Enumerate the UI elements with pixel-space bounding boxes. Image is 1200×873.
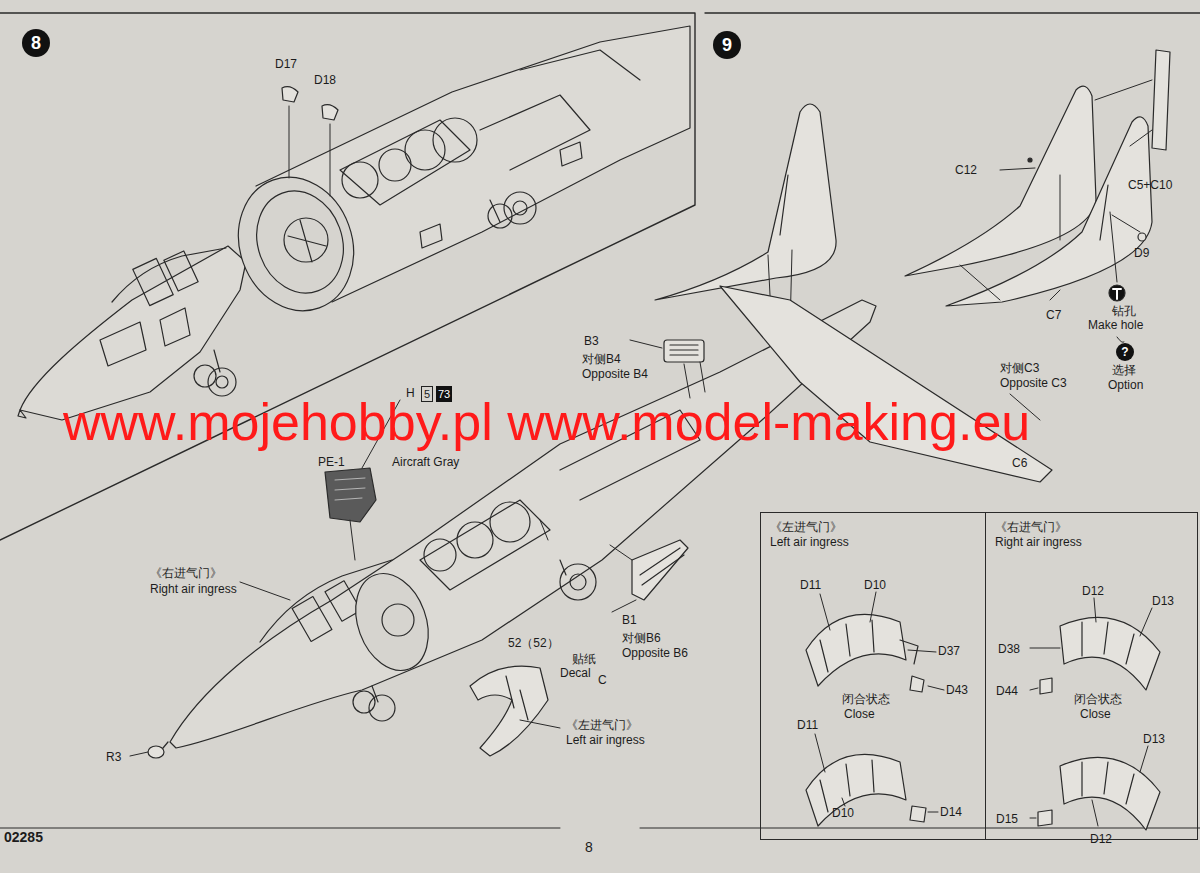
part-number: B3 [584, 334, 599, 348]
part-number: PE-1 [318, 455, 345, 469]
page-rule [0, 828, 1200, 829]
step-number: 9 [713, 31, 741, 59]
air-intake-part [470, 666, 560, 756]
part-number: D43 [946, 683, 968, 697]
decal-note: 贴纸 [572, 652, 596, 666]
opposite-note: 对侧C3 [1000, 361, 1039, 375]
kit-number: 02285 [4, 830, 43, 844]
part-number: C12 [955, 163, 977, 177]
part-number: R3 [106, 750, 121, 764]
part-number: D13 [1152, 594, 1174, 608]
opposite-note: Opposite B6 [622, 646, 688, 660]
state-note: Close [844, 707, 875, 721]
right-intake-inset [1030, 598, 1160, 830]
left-intake-inset [806, 592, 944, 826]
opposite-note: Opposite C3 [1000, 376, 1067, 390]
part-note: Left air ingress [566, 733, 645, 747]
detail-panel: 《右进气门》Right air ingress [985, 512, 1198, 840]
opposite-note: 对侧B6 [622, 631, 661, 645]
aircraft-fuselage [148, 300, 876, 758]
part-number: D44 [996, 684, 1018, 698]
symbol-note: Option [1108, 378, 1143, 392]
symbol-mark: ? [1121, 345, 1128, 359]
page-number: 8 [585, 840, 593, 854]
part-number: C7 [1046, 308, 1061, 322]
step-frame [705, 12, 1200, 13]
symbol-note: 钻孔 [1112, 304, 1136, 318]
part-number: C6 [1012, 456, 1027, 470]
panel-heading: 《左进气门》 [770, 520, 976, 535]
step-label: 8 [31, 34, 41, 52]
decal-note: Decal [560, 666, 591, 680]
panel-heading: Left air ingress [770, 535, 976, 550]
part-number: B1 [622, 613, 637, 627]
state-note: 闭合状态 [1074, 692, 1122, 706]
part-number: D11 [800, 578, 821, 592]
part-number: D38 [998, 642, 1020, 656]
part-note: 《左进气门》 [566, 718, 638, 732]
part-number: D13 [1143, 732, 1165, 746]
part-number: D11 [797, 718, 818, 732]
step-label: 9 [722, 36, 732, 54]
part-note: 《右进气门》 [150, 566, 222, 580]
state-note: 闭合状态 [842, 692, 890, 706]
panel-heading: 《右进气门》 [995, 520, 1188, 535]
state-note: Close [1080, 707, 1111, 721]
symbol-note: Make hole [1088, 318, 1143, 332]
part-number: D15 [996, 812, 1018, 826]
detail-panel: 《左进气门》Left air ingress [760, 512, 986, 840]
panel-heading: Right air ingress [995, 535, 1188, 550]
rear-fuselage [220, 26, 690, 327]
part-note: Right air ingress [150, 582, 237, 596]
part-number: D37 [938, 644, 960, 658]
part-number: D14 [940, 805, 962, 819]
part-number: D10 [832, 806, 854, 820]
part-number: D17 [275, 57, 297, 71]
part-number: D10 [864, 578, 886, 592]
opposite-note: Opposite B4 [582, 367, 648, 381]
part-number: D18 [314, 73, 336, 87]
symbol-note: 选择 [1112, 363, 1136, 377]
step-number: 8 [22, 29, 50, 57]
forward-fuselage [18, 246, 246, 420]
decal-sheet: C [598, 673, 607, 687]
part-number: C5+C10 [1128, 178, 1172, 192]
part-number: D9 [1134, 246, 1149, 260]
watermark: www.mojehobby.pl www.model-making.eu [63, 396, 1030, 448]
paint-name: Aircraft Gray [392, 455, 459, 469]
part-number: D12 [1082, 584, 1104, 598]
decal-number: 52（52） [508, 636, 559, 650]
opposite-note: 对侧B4 [582, 352, 621, 366]
part-number: D12 [1090, 832, 1112, 846]
